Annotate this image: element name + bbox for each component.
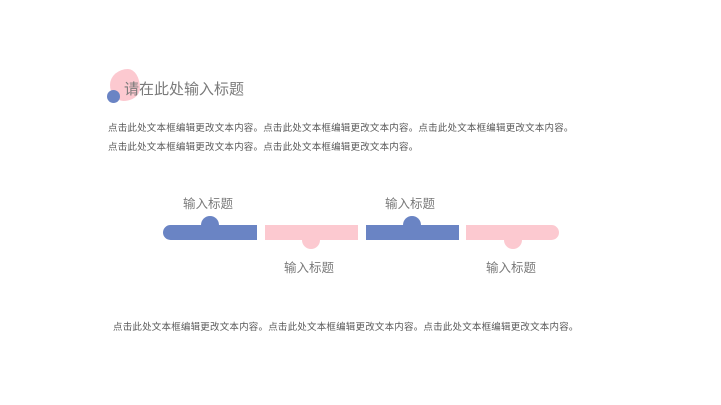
step-1-label: 输入标题 bbox=[183, 196, 234, 211]
step-2-label: 输入标题 bbox=[284, 260, 335, 275]
footer-text: 点击此处文本框编辑更改文本内容。点击此处文本框编辑更改文本内容。点击此处文本框编… bbox=[113, 322, 579, 333]
decorative-blue-dot bbox=[107, 90, 120, 103]
step-3-label: 输入标题 bbox=[385, 196, 436, 211]
step-3-bar bbox=[366, 225, 459, 240]
page-title: 请在此处输入标题 bbox=[124, 80, 245, 98]
step-4-label: 输入标题 bbox=[486, 260, 537, 275]
intro-line-1: 点击此处文本框编辑更改文本内容。点击此处文本框编辑更改文本内容。点击此处文本框编… bbox=[108, 123, 574, 134]
step-2-bar bbox=[265, 225, 358, 240]
step-4-bar bbox=[466, 225, 559, 240]
intro-line-2: 点击此处文本框编辑更改文本内容。点击此处文本框编辑更改文本内容。 bbox=[108, 142, 419, 153]
step-1-bar bbox=[163, 225, 257, 240]
